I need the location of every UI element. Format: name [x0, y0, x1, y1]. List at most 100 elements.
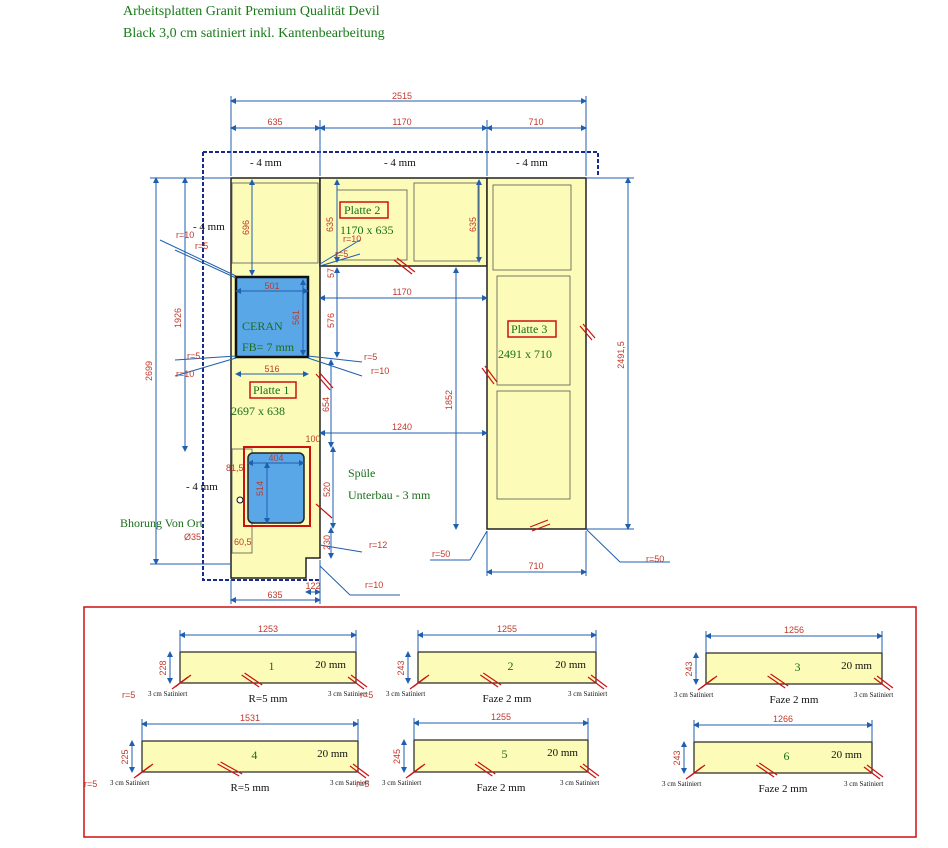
edge-hatch [350, 674, 368, 688]
dimension-lines [150, 96, 670, 604]
edge-hatch [873, 677, 891, 691]
edge-number: 6 [784, 749, 790, 763]
dim-1926: 1926 [173, 308, 183, 328]
bohrung-label: Bhorung Von Ort [120, 516, 204, 530]
edge-satiniert-right: 3 cm Satiniert [568, 690, 607, 698]
edge-hatch [770, 673, 789, 687]
edge-hatch [408, 763, 426, 777]
dim-2699: 2699 [144, 361, 154, 381]
dim-710: 710 [528, 117, 543, 127]
edge-strip [141, 740, 359, 773]
wall-outline [202, 151, 599, 581]
plate-labels: Platte 2 1170 x 635 Platte 3 2491 x 710 … [120, 201, 557, 542]
r-50-b: r=50 [646, 554, 664, 564]
edge-profile-note: Faze 2 mm [770, 694, 819, 706]
edge-hatch [587, 676, 605, 690]
edge-thickness: 20 mm [317, 748, 348, 760]
edge-number: 2 [508, 659, 514, 673]
r-12: r=12 [369, 540, 387, 550]
dim-81-5: 81,5 [226, 463, 244, 473]
edge-hatch [347, 676, 365, 690]
platte-2-label: Platte 2 [344, 203, 380, 217]
dim-404: 404 [268, 453, 283, 463]
edge-hatch [349, 765, 367, 779]
dim-100: 100 [305, 434, 320, 444]
edge-thickness: 20 mm [831, 749, 862, 761]
edge-satiniert-right: 3 cm Satiniert [844, 780, 883, 788]
edge-satiniert-left: 3 cm Satiniert [110, 779, 149, 787]
edge-height: 245 [392, 749, 402, 764]
edge-hatch [755, 764, 775, 778]
dim-57: 57 [326, 268, 336, 278]
edge-length: 1255 [497, 624, 517, 634]
dim-516: 516 [264, 364, 279, 374]
edge-length: 1255 [491, 712, 511, 722]
edge-satiniert-right: 3 cm Satiniert [328, 690, 367, 698]
worktop-plan [230, 177, 587, 579]
edge-height: 228 [158, 660, 168, 675]
edge-hatch [220, 761, 243, 775]
edge-satiniert-left: 3 cm Satiniert [382, 779, 421, 787]
dim-576: 576 [326, 313, 336, 328]
dim-501: 501 [264, 281, 279, 291]
edge-number: 5 [501, 747, 507, 761]
minus4-b: - 4 mm [384, 157, 416, 169]
dim-total-width: 2515 [392, 91, 412, 101]
r-5-c: r=5 [187, 351, 200, 361]
edge-profile-note: Faze 2 mm [477, 782, 526, 794]
edge-number: 3 [795, 660, 801, 674]
edge-length: 1256 [784, 625, 804, 635]
edge-thickness: 20 mm [555, 659, 586, 671]
edge-satiniert-right: 3 cm Satiniert [854, 691, 893, 699]
edge-profile-note: R=5 mm [249, 693, 288, 705]
dim-635a: 635 [325, 217, 335, 232]
platte-2-size: 1170 x 635 [340, 223, 394, 237]
edge-hatch [758, 762, 778, 776]
edge-length: 1531 [240, 713, 260, 723]
r-10-d: r=10 [371, 366, 389, 376]
dim-561: 561 [291, 310, 301, 325]
r-10-e: r=10 [365, 580, 383, 590]
sink-cutout [247, 452, 305, 524]
edge-satiniert-left: 3 cm Satiniert [674, 691, 713, 699]
r-5-b: r=5 [335, 249, 348, 259]
r-10-a: r=10 [176, 230, 194, 240]
edge-hatch [579, 765, 597, 779]
edge-strip [413, 739, 589, 773]
edge-height: 243 [672, 750, 682, 765]
dim-635: 635 [267, 117, 282, 127]
edge-profile-note: R=5 mm [231, 782, 270, 794]
edge-hatch [866, 764, 884, 778]
unterbau-label: Unterbau - 3 mm [348, 488, 431, 502]
edge-radius: r=5 [122, 690, 135, 700]
dim-60-5: 60,5 [234, 537, 252, 547]
edge-hatch [767, 675, 786, 689]
edge-profile-note: Faze 2 mm [759, 783, 808, 795]
platte-1-label: Platte 1 [253, 383, 289, 397]
edge-hatch [863, 766, 881, 780]
edge-hatch [700, 675, 718, 689]
edge-number: 4 [251, 748, 257, 762]
minus4-left2: - 4 mm [186, 481, 218, 493]
edge-length: 1253 [258, 624, 278, 634]
edge-detail-frame [83, 606, 917, 838]
minus4-left: - 4 mm [193, 221, 225, 233]
sink-outer [243, 446, 311, 527]
edge-strip [417, 651, 597, 684]
edge-thickness: 20 mm [547, 747, 578, 759]
edge-radius: r=5 [84, 779, 97, 789]
edge-hatch [136, 763, 154, 777]
edge-hatch [876, 675, 894, 689]
dim-696: 696 [241, 220, 251, 235]
edge-thickness: 20 mm [315, 659, 346, 671]
dim-122: 122 [305, 581, 320, 591]
dim-230: 230 [322, 535, 332, 550]
edge-satiniert-right: 3 cm Satiniert [560, 779, 599, 787]
r-10-c: r=10 [176, 369, 194, 379]
edge-strip [179, 651, 357, 684]
edge-hatch [688, 764, 706, 778]
edge-marks [315, 257, 596, 532]
dim-1852: 1852 [444, 390, 454, 410]
